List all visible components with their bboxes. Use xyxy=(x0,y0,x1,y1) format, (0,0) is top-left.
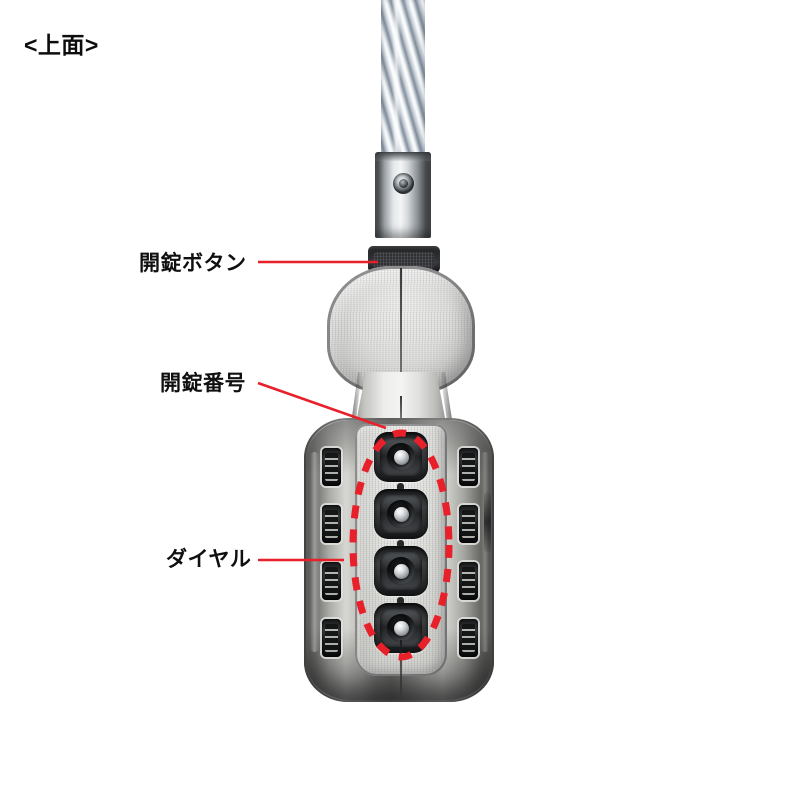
dial-ridges xyxy=(325,624,338,652)
side-dial-notch-right-2[interactable] xyxy=(459,505,478,543)
ferrule-top-bevel xyxy=(375,152,431,161)
steel-cable-highlight xyxy=(392,0,401,163)
lock-head-seam xyxy=(400,268,402,396)
lock-body-right-highlight xyxy=(481,452,489,652)
callout-label-unlock-number: 開錠番号 xyxy=(160,372,246,395)
dial-knob[interactable] xyxy=(387,443,415,471)
dial-number-window-3[interactable] xyxy=(374,546,428,596)
lock-body-left-highlight xyxy=(310,452,319,652)
side-dial-notch-left-3[interactable] xyxy=(322,562,341,600)
ferrule-rivet-core xyxy=(399,179,408,188)
collar-texture xyxy=(374,252,434,269)
lock-neck-seam xyxy=(400,396,402,426)
side-dial-notch-left-4[interactable] xyxy=(322,619,341,657)
dial-ridges xyxy=(462,567,475,595)
lock-body-bottom-seam xyxy=(400,640,402,700)
side-dial-notch-right-1[interactable] xyxy=(459,448,478,486)
dial-knob[interactable] xyxy=(387,500,415,528)
dial-number-window-2[interactable] xyxy=(374,489,428,539)
dial-knob-core xyxy=(393,449,409,465)
side-dial-notch-right-3[interactable] xyxy=(459,562,478,600)
callout-label-unlock-button: 開錠ボタン xyxy=(139,252,247,275)
dial-knob-core xyxy=(393,563,409,579)
side-dial-notch-left-1[interactable] xyxy=(322,448,341,486)
dial-ridges xyxy=(462,453,475,481)
view-caption: <上面> xyxy=(24,32,99,58)
dial-ridges xyxy=(462,624,475,652)
dial-knob-core xyxy=(393,506,409,522)
lock-body-shackle-slot xyxy=(484,492,491,552)
side-dial-notch-left-2[interactable] xyxy=(322,505,341,543)
dial-ridges xyxy=(325,567,338,595)
metal-ferrule xyxy=(375,152,431,238)
callout-label-dial: ダイヤル xyxy=(166,548,252,571)
steel-cable xyxy=(381,0,425,163)
dial-ridges xyxy=(325,510,338,538)
dial-knob[interactable] xyxy=(387,614,415,642)
dial-ridges xyxy=(462,510,475,538)
dial-knob[interactable] xyxy=(387,557,415,585)
side-dial-notch-right-4[interactable] xyxy=(459,619,478,657)
dial-knob-core xyxy=(393,620,409,636)
dial-ridges xyxy=(325,453,338,481)
dial-number-window-1[interactable] xyxy=(374,432,428,482)
